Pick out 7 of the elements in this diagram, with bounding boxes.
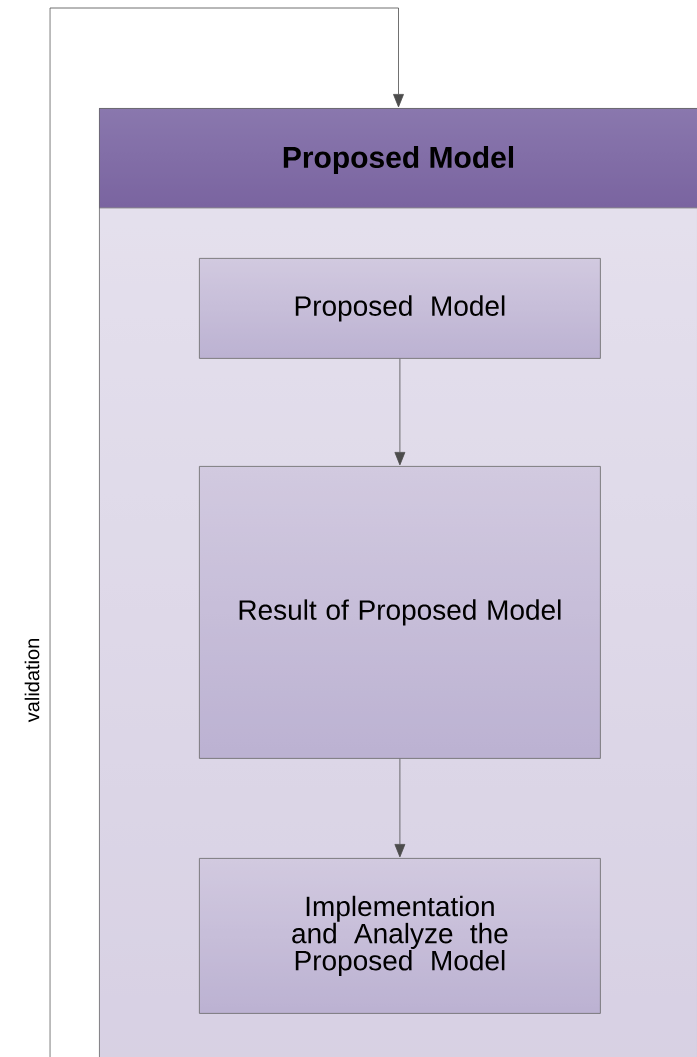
process-box: Proposed Model bbox=[199, 258, 601, 359]
edge-label: validation bbox=[24, 639, 40, 723]
arrow bbox=[49, 7, 404, 1057]
arrow bbox=[394, 358, 406, 466]
arrow bbox=[394, 758, 406, 858]
process-box: Implementation and Analyze the Proposed Model bbox=[199, 858, 601, 1014]
process-box: Result of Proposed Model bbox=[199, 466, 601, 759]
